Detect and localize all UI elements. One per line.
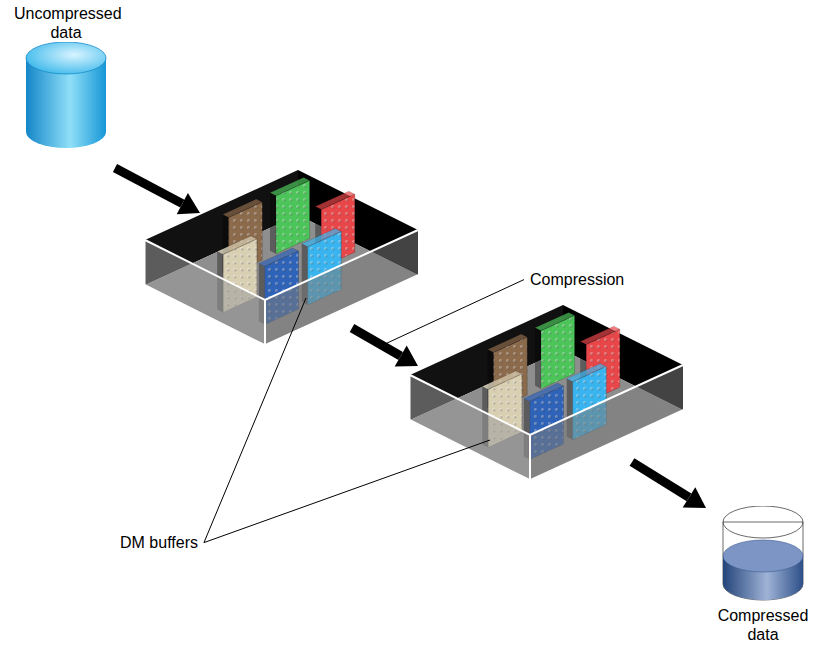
tray-front-wall <box>530 365 683 480</box>
cylinder-top <box>723 506 803 538</box>
arrow-head <box>683 487 706 508</box>
database-node: Compressed data <box>703 506 823 644</box>
arrow-head <box>395 346 418 367</box>
tray-edge <box>264 300 266 345</box>
cylinder-top <box>26 42 106 74</box>
flow-arrow <box>632 462 689 497</box>
tray-edge <box>529 435 531 480</box>
callout-label: DM buffers <box>118 533 200 552</box>
database-cylinder <box>703 506 823 606</box>
node-label: Uncompressed data <box>6 4 126 42</box>
callout-label: Compression <box>528 270 626 289</box>
tray-edge <box>145 240 146 285</box>
buffer-side <box>535 328 541 389</box>
node-label: Compressed data <box>703 606 823 644</box>
tray-edge <box>145 275 418 345</box>
flow-arrow <box>115 168 182 204</box>
tray-front-wall <box>410 375 530 480</box>
database-node: Uncompressed data <box>6 4 126 154</box>
tray-edge <box>410 375 411 420</box>
buffer-tray <box>145 170 418 345</box>
tray-rim <box>410 365 683 435</box>
tray-front-wall <box>145 240 265 345</box>
leader-line <box>204 440 490 543</box>
buffer-side <box>270 193 276 254</box>
tray-rim <box>145 230 418 300</box>
contents-top <box>723 540 803 572</box>
leader-line <box>385 280 524 344</box>
flow-arrow <box>352 328 401 356</box>
leader-line <box>204 298 306 543</box>
database-cylinder <box>6 42 126 154</box>
arrow-head <box>177 193 200 214</box>
tray-front-wall <box>265 230 418 345</box>
